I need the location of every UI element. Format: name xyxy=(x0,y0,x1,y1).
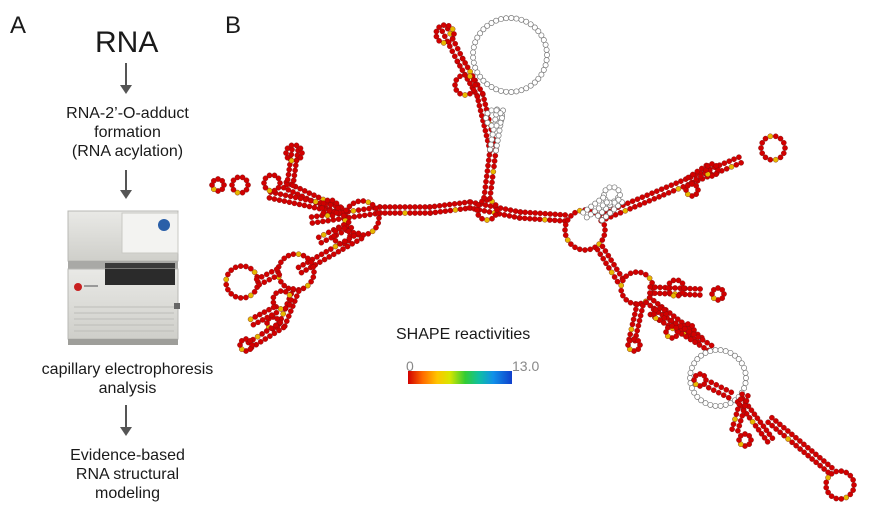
step-structural-modeling: Evidence-based RNA structural modeling xyxy=(70,447,185,502)
step-capillary-electrophoresis: capillary electrophoresis analysis xyxy=(41,361,214,397)
legend-title: SHAPE reactivities xyxy=(396,326,531,343)
rna-title: RNA xyxy=(95,26,159,59)
rna-secondary-structure xyxy=(209,15,857,502)
legend-min-label: 0 xyxy=(406,358,414,374)
legend-color-scale xyxy=(408,371,512,384)
step-adduct-formation: RNA-2’-O-adduct formation (RNA acylation… xyxy=(66,105,189,160)
instrument-image xyxy=(67,210,180,345)
panel-label-a: A xyxy=(10,12,27,39)
panel-label-b: B xyxy=(225,12,242,39)
legend-max-label: 13.0 xyxy=(512,358,540,374)
